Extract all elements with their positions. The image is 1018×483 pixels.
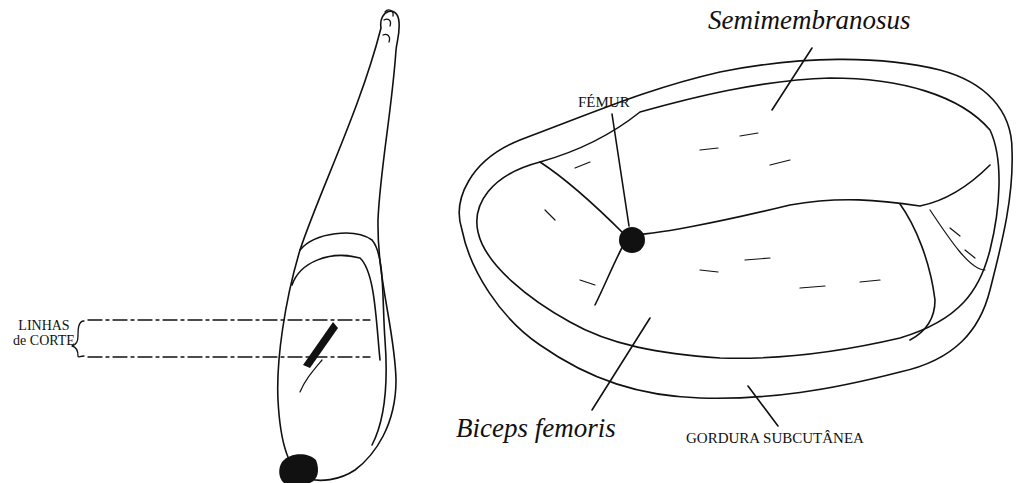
ham-leg	[72, 10, 399, 483]
ham-cross-section	[459, 48, 1012, 426]
muscle-label: Semimembranosus	[708, 6, 911, 36]
muscle-label: Biceps femoris	[456, 414, 616, 444]
cut-lines-label: LINHAS de CORTE	[12, 318, 76, 349]
bone-label: FÉMUR	[578, 94, 630, 111]
fat-label: GORDURA SUBCUTÂNEA	[686, 430, 864, 447]
